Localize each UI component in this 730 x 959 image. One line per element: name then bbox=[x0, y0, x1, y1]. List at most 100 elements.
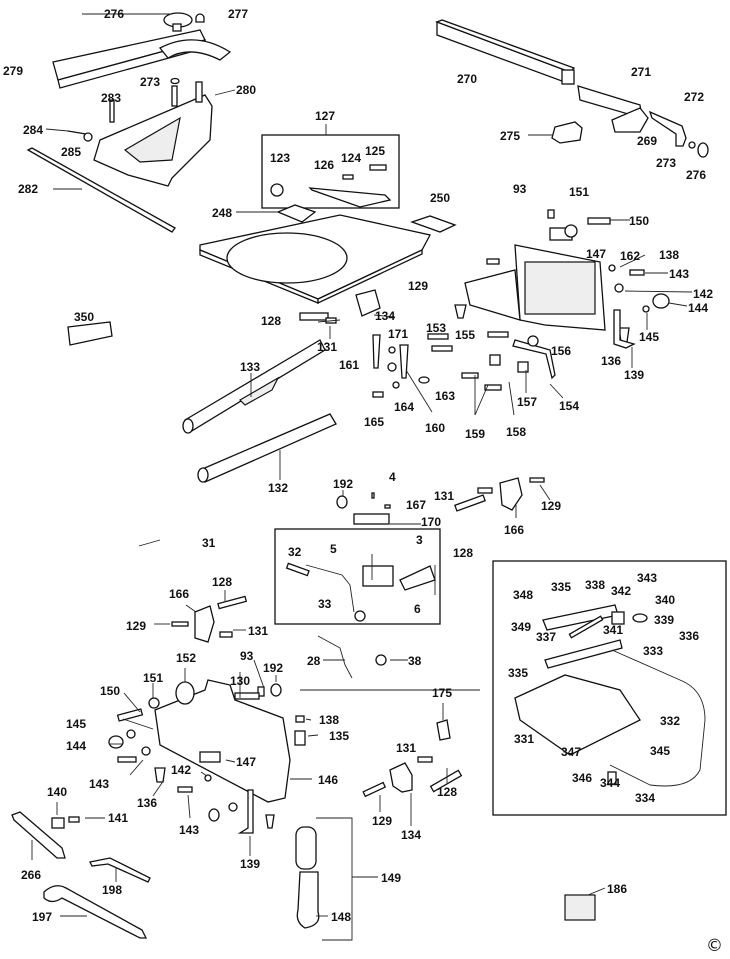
trunnion-assembly-part[interactable] bbox=[464, 227, 606, 331]
part-label-341[interactable]: 341 bbox=[603, 623, 624, 637]
middle-small-parts[interactable] bbox=[299, 289, 556, 398]
part-label-147[interactable]: 147 bbox=[586, 247, 607, 261]
part-label-273[interactable]: 273 bbox=[140, 75, 161, 89]
part-label-128c[interactable]: 128 bbox=[212, 575, 233, 589]
part-label-153[interactable]: 153 bbox=[426, 321, 447, 335]
part-label-342[interactable]: 342 bbox=[611, 584, 632, 598]
part-label-276b[interactable]: 276 bbox=[686, 168, 707, 182]
part-label-269[interactable]: 269 bbox=[637, 134, 658, 148]
blade-guard-parts[interactable] bbox=[295, 826, 320, 929]
part-label-129b[interactable]: 129 bbox=[541, 499, 562, 513]
part-label-332[interactable]: 332 bbox=[660, 714, 681, 728]
hardware-small-parts[interactable] bbox=[270, 164, 387, 197]
part-label-147b[interactable]: 147 bbox=[236, 755, 257, 769]
part-label-345[interactable]: 345 bbox=[650, 744, 671, 758]
part-label-273b[interactable]: 273 bbox=[656, 156, 677, 170]
part-label-280[interactable]: 280 bbox=[236, 83, 257, 97]
miter-gauge-fence-part[interactable] bbox=[52, 29, 232, 89]
rear-rail-part[interactable] bbox=[197, 413, 337, 483]
part-label-285[interactable]: 285 bbox=[61, 145, 82, 159]
part-label-335[interactable]: 335 bbox=[551, 580, 572, 594]
arbor-lock-part[interactable] bbox=[499, 477, 545, 511]
part-label-164[interactable]: 164 bbox=[394, 400, 415, 414]
part-label-279[interactable]: 279 bbox=[3, 64, 24, 78]
part-label-142b[interactable]: 142 bbox=[171, 763, 192, 777]
part-label-93b[interactable]: 93 bbox=[240, 649, 254, 663]
part-label-186[interactable]: 186 bbox=[607, 882, 628, 896]
part-label-157[interactable]: 157 bbox=[517, 395, 538, 409]
part-label-135[interactable]: 135 bbox=[329, 729, 350, 743]
part-label-130[interactable]: 130 bbox=[230, 674, 251, 688]
part-label-197[interactable]: 197 bbox=[32, 910, 53, 924]
part-label-134[interactable]: 134 bbox=[375, 309, 396, 323]
part-label-337[interactable]: 337 bbox=[536, 630, 557, 644]
part-label-277[interactable]: 277 bbox=[228, 7, 249, 21]
part-label-271[interactable]: 271 bbox=[631, 65, 652, 79]
part-label-134b[interactable]: 134 bbox=[401, 828, 422, 842]
part-label-338[interactable]: 338 bbox=[585, 578, 606, 592]
wrench-266-part[interactable] bbox=[11, 811, 66, 859]
part-label-150b[interactable]: 150 bbox=[100, 684, 121, 698]
part-label-162[interactable]: 162 bbox=[620, 249, 641, 263]
part-label-276[interactable]: 276 bbox=[104, 7, 125, 21]
rip-fence-rail-part[interactable] bbox=[435, 19, 576, 85]
part-label-160[interactable]: 160 bbox=[425, 421, 446, 435]
part-label-133[interactable]: 133 bbox=[240, 360, 261, 374]
miter-bar-part[interactable] bbox=[26, 147, 176, 233]
bracket-166b-part[interactable] bbox=[171, 595, 248, 643]
part-label-170[interactable]: 170 bbox=[421, 515, 442, 529]
housing-fasteners[interactable] bbox=[108, 681, 451, 834]
part-label-131b[interactable]: 131 bbox=[434, 489, 455, 503]
part-label-143c[interactable]: 143 bbox=[179, 823, 200, 837]
part-label-339[interactable]: 339 bbox=[654, 613, 675, 627]
part-label-144b[interactable]: 144 bbox=[66, 739, 87, 753]
fence-handle-part[interactable] bbox=[648, 110, 709, 158]
part-label-131[interactable]: 131 bbox=[317, 340, 338, 354]
part-label-156[interactable]: 156 bbox=[551, 344, 572, 358]
miter-body-part[interactable] bbox=[67, 77, 213, 187]
part-label-4[interactable]: 4 bbox=[389, 470, 396, 484]
part-label-38[interactable]: 38 bbox=[408, 654, 422, 668]
part-label-124[interactable]: 124 bbox=[341, 151, 362, 165]
bolt-131b[interactable] bbox=[454, 487, 493, 512]
part-label-151[interactable]: 151 bbox=[569, 185, 590, 199]
part-label-145b[interactable]: 145 bbox=[66, 717, 87, 731]
part-label-31[interactable]: 31 bbox=[202, 536, 216, 550]
part-label-334[interactable]: 334 bbox=[635, 791, 656, 805]
part-label-165[interactable]: 165 bbox=[364, 415, 385, 429]
part-label-192b[interactable]: 192 bbox=[263, 661, 284, 675]
part-label-171[interactable]: 171 bbox=[388, 327, 409, 341]
part-label-138[interactable]: 138 bbox=[659, 248, 680, 262]
switch-bracket-part[interactable] bbox=[336, 492, 391, 525]
stand-parts[interactable] bbox=[514, 604, 706, 787]
part-label-152[interactable]: 152 bbox=[176, 651, 197, 665]
part-label-158[interactable]: 158 bbox=[506, 425, 527, 439]
part-label-140[interactable]: 140 bbox=[47, 785, 68, 799]
part-label-125[interactable]: 125 bbox=[365, 144, 386, 158]
part-label-132[interactable]: 132 bbox=[268, 481, 289, 495]
part-label-166b[interactable]: 166 bbox=[169, 587, 190, 601]
part-label-154[interactable]: 154 bbox=[559, 399, 580, 413]
part-label-150[interactable]: 150 bbox=[629, 214, 650, 228]
throat-plate-part[interactable] bbox=[308, 187, 392, 208]
part-label-143[interactable]: 143 bbox=[669, 267, 690, 281]
part-38[interactable] bbox=[375, 654, 387, 666]
part-label-161[interactable]: 161 bbox=[339, 358, 360, 372]
part-label-149[interactable]: 149 bbox=[381, 871, 402, 885]
part-label-270[interactable]: 270 bbox=[457, 72, 478, 86]
fence-clamp-part[interactable] bbox=[577, 85, 649, 133]
part-label-348[interactable]: 348 bbox=[513, 588, 534, 602]
part-label-350[interactable]: 350 bbox=[74, 310, 95, 324]
part-label-336[interactable]: 336 bbox=[679, 629, 700, 643]
part-label-129d[interactable]: 129 bbox=[372, 814, 393, 828]
part-label-32[interactable]: 32 bbox=[288, 545, 302, 559]
part-label-335b[interactable]: 335 bbox=[508, 666, 529, 680]
part-label-175[interactable]: 175 bbox=[432, 686, 453, 700]
part-label-143b[interactable]: 143 bbox=[89, 777, 110, 791]
part-label-282[interactable]: 282 bbox=[18, 182, 39, 196]
part-label-343[interactable]: 343 bbox=[637, 571, 658, 585]
part-label-126[interactable]: 126 bbox=[314, 158, 335, 172]
part-label-144[interactable]: 144 bbox=[688, 301, 709, 315]
part-label-145[interactable]: 145 bbox=[639, 330, 660, 344]
part-label-347[interactable]: 347 bbox=[561, 745, 582, 759]
